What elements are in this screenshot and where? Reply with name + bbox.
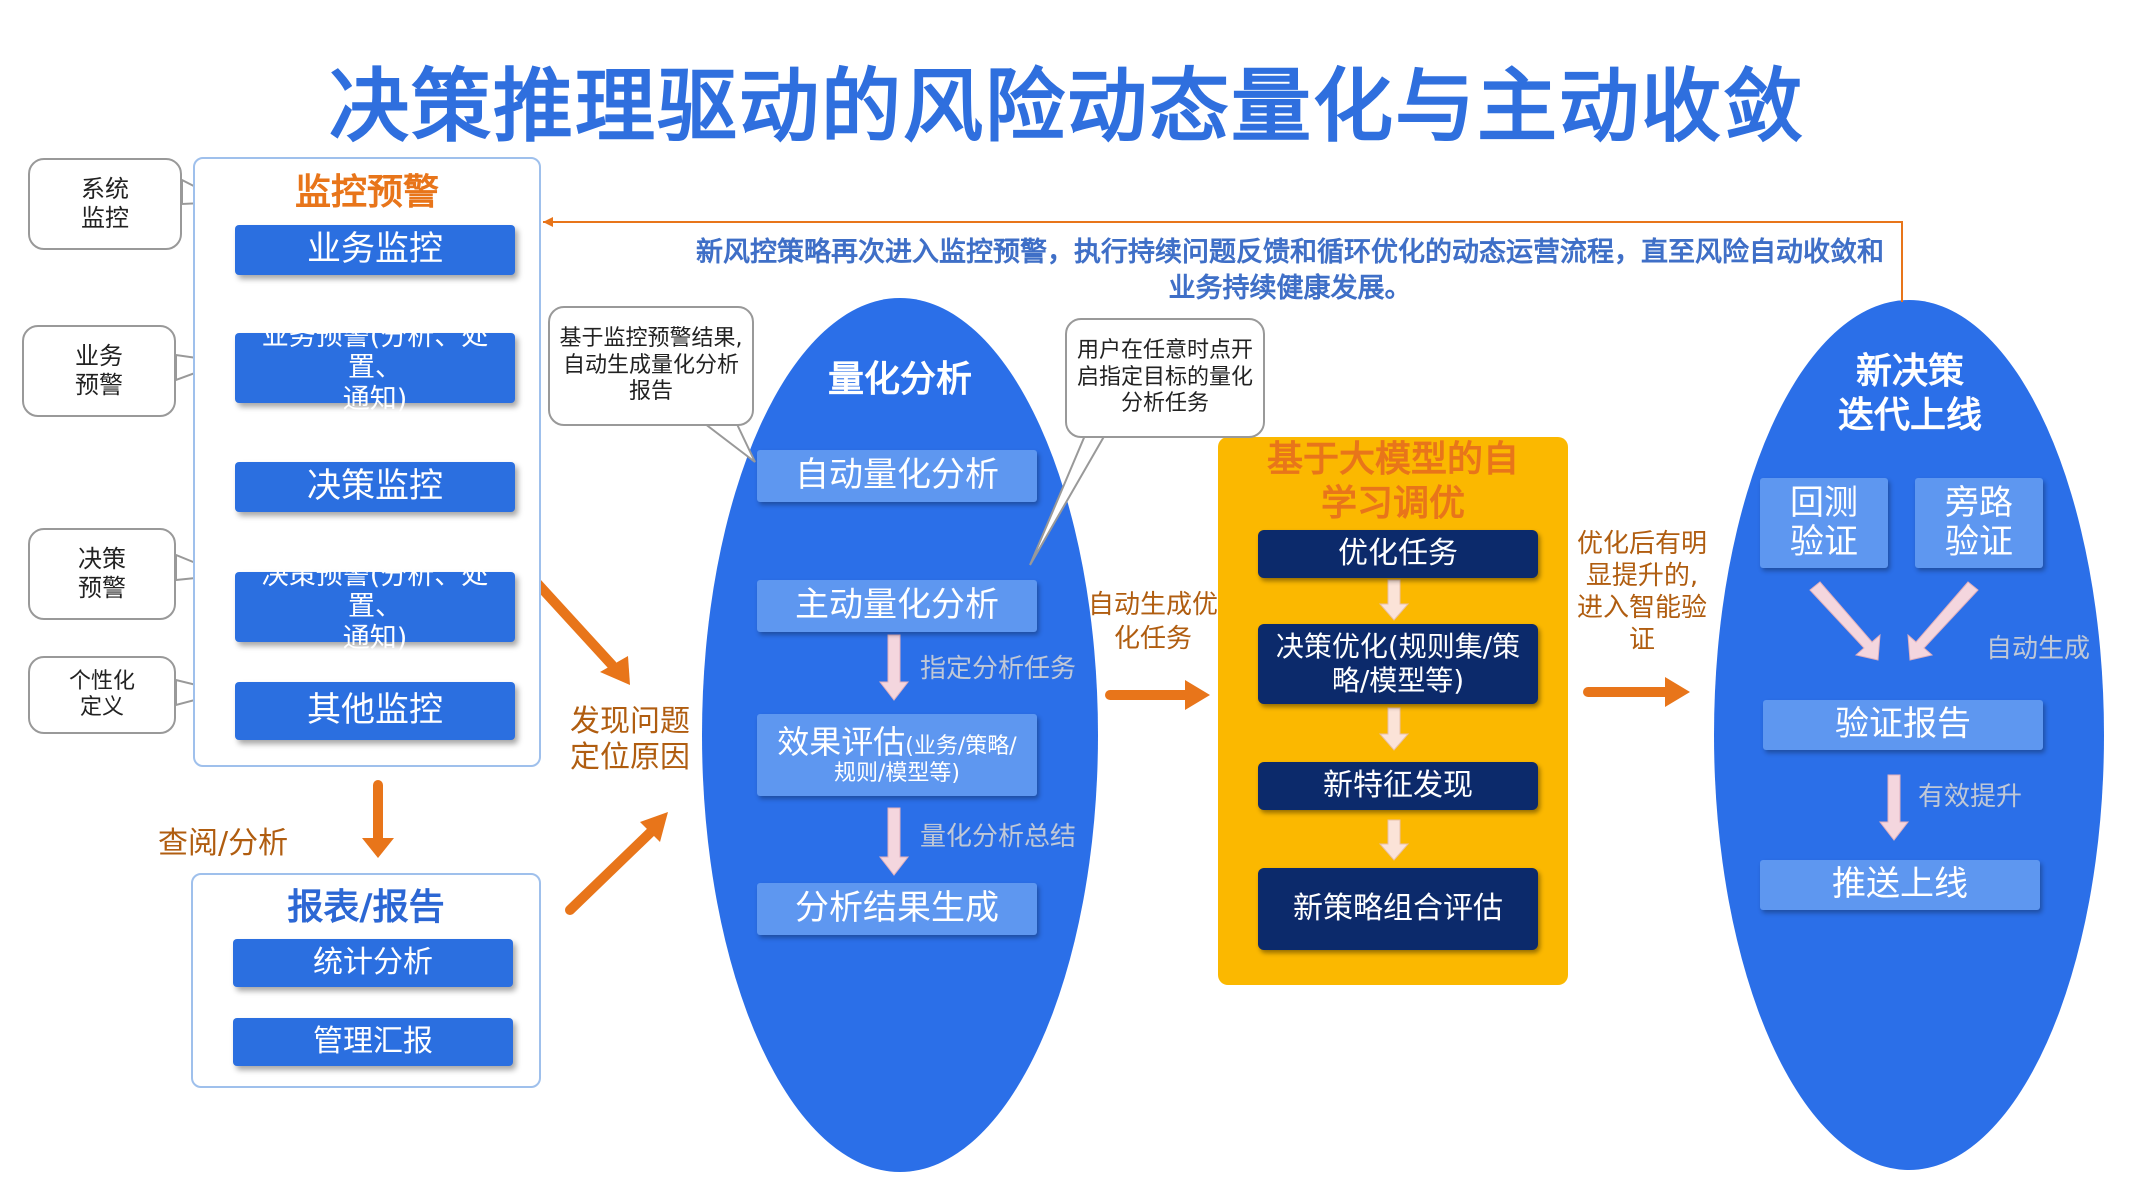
find-problem-l1: 发现问题 bbox=[570, 704, 690, 739]
business-alert-button[interactable]: 业务预警(分析、处置、 通知) bbox=[235, 321, 515, 415]
backtest-l1: 回测 bbox=[1790, 482, 1858, 523]
callout-custom-define: 个性化 定义 bbox=[28, 656, 176, 734]
find-problem-l2: 定位原因 bbox=[570, 740, 690, 775]
quant-title: 量化分析 bbox=[827, 359, 972, 400]
quant-arrows bbox=[878, 634, 910, 876]
callout-decision-alert: 决策 预警 bbox=[28, 528, 176, 620]
llm-title-l2: 学习调优 bbox=[1320, 483, 1465, 524]
backtest-button[interactable]: 回测 验证 bbox=[1760, 478, 1888, 568]
feedback-arrowhead bbox=[543, 217, 553, 227]
decision-alert-l1: 决策预警(分析、处置、 bbox=[261, 560, 489, 623]
new-strategy-button[interactable]: 新策略组合评估 bbox=[1258, 868, 1538, 950]
review-label: 查阅/分析 bbox=[158, 826, 289, 861]
deploy-title-l1: 新决策 bbox=[1855, 351, 1964, 392]
feedback-text-line2: 业务持续健康发展。 bbox=[1168, 273, 1412, 304]
callout-business-l1: 业务 bbox=[75, 342, 123, 371]
verify-report-button[interactable]: 验证报告 bbox=[1763, 700, 2043, 750]
improve-l2: 显提升的, bbox=[1585, 561, 1699, 591]
new-feature-button[interactable]: 新特征发现 bbox=[1258, 762, 1538, 810]
find-problem-label: 发现问题 定位原因 bbox=[560, 704, 700, 776]
feedback-text-line1: 新风控策略再次进入监控预警，执行持续问题反馈和循环优化的动态运营流程，直至风险自… bbox=[696, 237, 1884, 268]
report-title: 报表/报告 bbox=[287, 887, 445, 928]
orange-arrows bbox=[373, 577, 1673, 915]
deploy-title-l2: 迭代上线 bbox=[1837, 395, 1982, 436]
summary-label: 量化分析总结 bbox=[920, 822, 1077, 852]
auto-quant-button[interactable]: 自动量化分析 bbox=[757, 450, 1037, 502]
improve-label: 优化后有明 显提升的, 进入智能验 证 bbox=[1568, 528, 1716, 656]
callout-custom-l2: 定义 bbox=[79, 695, 124, 720]
page-title: 决策推理驱动的风险动态量化与主动收敛 bbox=[329, 60, 1805, 153]
mgmt-report-button[interactable]: 管理汇报 bbox=[233, 1018, 513, 1066]
callout-auto-l1: 基于监控预警结果, bbox=[559, 326, 743, 352]
callout-business-l2: 预警 bbox=[75, 371, 123, 399]
llm-title-l1: 基于大模型的自 bbox=[1266, 439, 1519, 480]
decision-alert-l2: 通知) bbox=[342, 622, 408, 654]
decision-opt-l1: 决策优化(规则集/策 bbox=[1275, 630, 1521, 664]
callout-system-monitor: 系统 监控 bbox=[28, 158, 182, 250]
shadow-l2: 验证 bbox=[1945, 522, 2013, 562]
callout-business-alert: 业务 预警 bbox=[22, 325, 176, 417]
callout-user-l3: 分析任务 bbox=[1120, 391, 1209, 417]
callout-user-l2: 启指定目标的量化 bbox=[1076, 364, 1253, 390]
effect-eval-main: 效果评估 bbox=[777, 722, 906, 761]
business-alert-l2: 通知) bbox=[342, 383, 408, 415]
callout-decision-l1: 决策 bbox=[78, 545, 126, 574]
active-quant-button[interactable]: 主动量化分析 bbox=[757, 580, 1037, 632]
improve-l4: 证 bbox=[1628, 625, 1655, 655]
llm-arrows bbox=[1378, 579, 1410, 861]
callout-auto-report: 基于监控预警结果, 自动生成量化分析 报告 bbox=[548, 306, 754, 426]
deploy-title: 新决策 迭代上线 bbox=[1790, 350, 2030, 438]
callout-auto-l2: 自动生成量化分析 bbox=[562, 352, 739, 378]
orange-arrowheads bbox=[362, 656, 1690, 858]
assign-task-label: 指定分析任务 bbox=[920, 654, 1077, 684]
callout-user-l1: 用户在任意时点开 bbox=[1076, 338, 1253, 364]
gen-task-l1: 自动生成优 bbox=[1087, 590, 1218, 620]
feedback-line bbox=[543, 221, 1903, 302]
decision-alert-button[interactable]: 决策预警(分析、处置、 通知) bbox=[235, 560, 515, 654]
callout-auto-l3: 报告 bbox=[628, 379, 673, 405]
callout-system-l2: 监控 bbox=[81, 204, 129, 232]
stats-analysis-button[interactable]: 统计分析 bbox=[233, 939, 513, 987]
callout-user-task: 用户在任意时点开 启指定目标的量化 分析任务 bbox=[1065, 318, 1265, 438]
gen-task-l2: 化任务 bbox=[1113, 624, 1192, 654]
decision-opt-button[interactable]: 决策优化(规则集/策 略/模型等) bbox=[1258, 624, 1538, 704]
callout-custom-l1: 个性化 bbox=[68, 668, 135, 694]
callout-decision-l2: 预警 bbox=[78, 574, 126, 602]
effect-eval-line2: 规则/模型等) bbox=[834, 760, 960, 786]
shadow-button[interactable]: 旁路 验证 bbox=[1915, 478, 2043, 568]
opt-task-button[interactable]: 优化任务 bbox=[1258, 530, 1538, 578]
business-alert-l1: 业务预警(分析、处置、 bbox=[261, 321, 489, 384]
effect-eval-line1: 效果评估(业务/策略/ bbox=[777, 724, 1016, 761]
feedback-text: 新风控策略再次进入监控预警，执行持续问题反馈和循环优化的动态运营流程，直至风险自… bbox=[600, 235, 1980, 307]
push-online-button[interactable]: 推送上线 bbox=[1760, 860, 2040, 910]
shadow-l1: 旁路 bbox=[1945, 482, 2013, 523]
gen-task-label: 自动生成优 化任务 bbox=[1082, 588, 1224, 656]
result-gen-button[interactable]: 分析结果生成 bbox=[757, 883, 1037, 935]
auto-gen-label: 自动生成 bbox=[1986, 634, 2091, 664]
improve-l3: 进入智能验 bbox=[1576, 593, 1707, 623]
monitoring-title: 监控预警 bbox=[294, 172, 439, 213]
decision-opt-l2: 略/模型等) bbox=[1331, 664, 1465, 697]
deploy-arrows bbox=[1809, 581, 1979, 841]
effect-eval-button[interactable]: 效果评估(业务/策略/ 规则/模型等) bbox=[757, 714, 1037, 796]
llm-title: 基于大模型的自 学习调优 bbox=[1218, 438, 1568, 526]
backtest-l2: 验证 bbox=[1790, 522, 1858, 562]
business-monitor-button[interactable]: 业务监控 bbox=[235, 225, 515, 275]
other-monitor-button[interactable]: 其他监控 bbox=[235, 682, 515, 740]
callout-system-l1: 系统 bbox=[81, 175, 129, 204]
effect-eval-small: (业务/策略/ bbox=[905, 733, 1017, 759]
effective-label: 有效提升 bbox=[1918, 782, 2023, 812]
improve-l1: 优化后有明 bbox=[1576, 529, 1707, 559]
decision-monitor-button[interactable]: 决策监控 bbox=[235, 462, 515, 512]
